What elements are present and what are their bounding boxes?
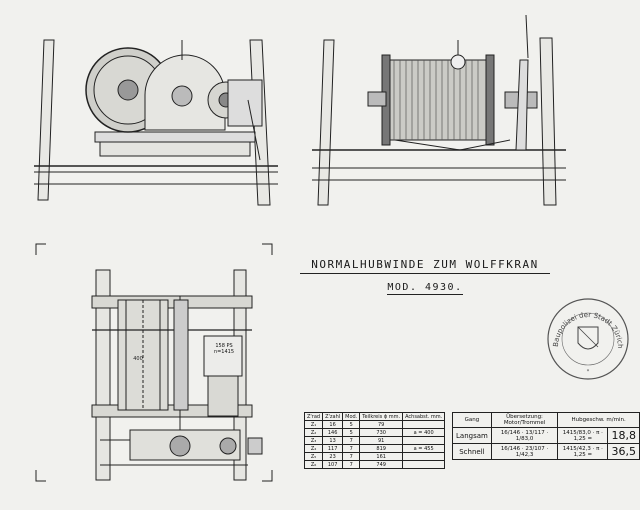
table-cell: 7 xyxy=(342,436,361,445)
table-cell: Z₂ xyxy=(303,428,324,437)
authority-stamp: Baupolizei der Stadt Zürich * xyxy=(546,297,630,381)
table-cell: 749 xyxy=(359,460,404,469)
table-cell: Z₃ xyxy=(303,436,324,445)
plan-view xyxy=(35,243,273,482)
gang-cell: Schnell xyxy=(452,443,492,460)
table-row: Langsam 16/146 · 13/117 · 1/83,0 1415/83… xyxy=(452,427,640,444)
gear-header-wheel: Z'rad xyxy=(303,412,324,421)
ratio-cell: 16/146 · 13/117 · 1/83,0 xyxy=(490,427,559,444)
ratio-header-ratio: Übersetzung: Motor/Trommel xyxy=(490,412,559,428)
svg-text:Baupolizei der Stadt Zürich: Baupolizei der Stadt Zürich xyxy=(552,311,624,349)
ratio-header-speed: Hubgeschw. m/min. xyxy=(557,412,640,428)
title-underline xyxy=(300,273,550,274)
ratio-header-gang: Gang xyxy=(452,412,492,428)
ratio-cell: 16/146 · 23/107 · 1/42,3 xyxy=(490,443,559,460)
side-elevation-view xyxy=(34,39,278,206)
title-block: NORMALHUBWINDE ZUM WOLFFKRAN MOD. 4930. xyxy=(300,258,550,295)
table-cell: 107 xyxy=(322,460,344,469)
table-cell: 5 xyxy=(342,420,361,429)
ratio-table-header: Gang Übersetzung: Motor/Trommel Hubgesch… xyxy=(452,412,640,428)
speed-result: 18,8 xyxy=(607,427,640,444)
table-cell: 23 xyxy=(322,452,344,461)
table-cell: 7 xyxy=(342,444,361,453)
table-cell: 79 xyxy=(359,420,404,429)
table-row: Z₆ 107 7 749 xyxy=(303,460,446,469)
table-cell: 7 xyxy=(342,460,361,469)
gear-header-axis: Achsabst. mm. xyxy=(402,412,446,421)
end-elevation-view xyxy=(312,14,566,206)
table-row: Z₅ 23 7 161 xyxy=(303,452,446,461)
motor-speed-text: n=1415 xyxy=(213,349,235,355)
table-cell: 13 xyxy=(322,436,344,445)
gear-header-module: Mod. xyxy=(342,412,361,421)
table-cell: 146 xyxy=(322,428,344,437)
table-cell xyxy=(402,460,446,469)
table-cell: 5 xyxy=(342,428,361,437)
table-cell: a = 455 xyxy=(402,444,446,453)
table-cell: Z₆ xyxy=(303,460,324,469)
table-cell: Z₁ xyxy=(303,420,324,429)
stamp-text: Baupolizei der Stadt Zürich xyxy=(552,311,624,349)
calc-cell: 1415/42,3 · π · 1,25 = xyxy=(557,443,609,460)
table-cell: 117 xyxy=(322,444,344,453)
svg-text:*: * xyxy=(587,369,590,375)
ratio-table: Gang Übersetzung: Motor/Trommel Hubgesch… xyxy=(452,412,640,460)
motor-label: 158 PS n=1415 xyxy=(207,343,241,355)
table-row: Z₄ 117 7 819 a = 455 xyxy=(303,444,446,453)
table-cell: 91 xyxy=(359,436,404,445)
motor-power-text: 158 PS xyxy=(215,343,233,349)
table-cell: Z₅ xyxy=(303,452,324,461)
gear-header-teeth: Z'zahl xyxy=(322,412,344,421)
table-cell: 819 xyxy=(359,444,404,453)
table-cell: Z₄ xyxy=(303,444,324,453)
gear-table: Z'rad Z'zahl Mod. Teilkreis ϕ mm. Achsab… xyxy=(303,412,446,469)
table-cell xyxy=(402,452,446,461)
table-cell: 730 xyxy=(359,428,404,437)
gear-header-pitch: Teilkreis ϕ mm. xyxy=(359,412,404,421)
table-row: Z₂ 146 5 730 a = 400 xyxy=(303,428,446,437)
table-row: Z₃ 13 7 91 xyxy=(303,436,446,445)
gang-cell: Langsam xyxy=(452,427,492,444)
table-row: Z₁ 16 5 79 xyxy=(303,420,446,429)
table-row: Schnell 16/146 · 23/107 · 1/42,3 1415/42… xyxy=(452,443,640,460)
table-cell: 16 xyxy=(322,420,344,429)
gear-table-header: Z'rad Z'zahl Mod. Teilkreis ϕ mm. Achsab… xyxy=(303,412,446,421)
model-number: MOD. 4930. xyxy=(387,282,463,295)
drum-dimension-label: 400 xyxy=(133,356,143,362)
table-cell: 161 xyxy=(359,452,404,461)
drawing-title: NORMALHUBWINDE ZUM WOLFFKRAN xyxy=(311,258,539,271)
table-cell xyxy=(402,420,446,429)
speed-result: 36,5 xyxy=(607,443,640,460)
calc-cell: 1415/83,0 · π · 1,25 = xyxy=(557,427,609,444)
table-cell xyxy=(402,436,446,445)
table-cell: a = 400 xyxy=(402,428,446,437)
table-cell: 7 xyxy=(342,452,361,461)
